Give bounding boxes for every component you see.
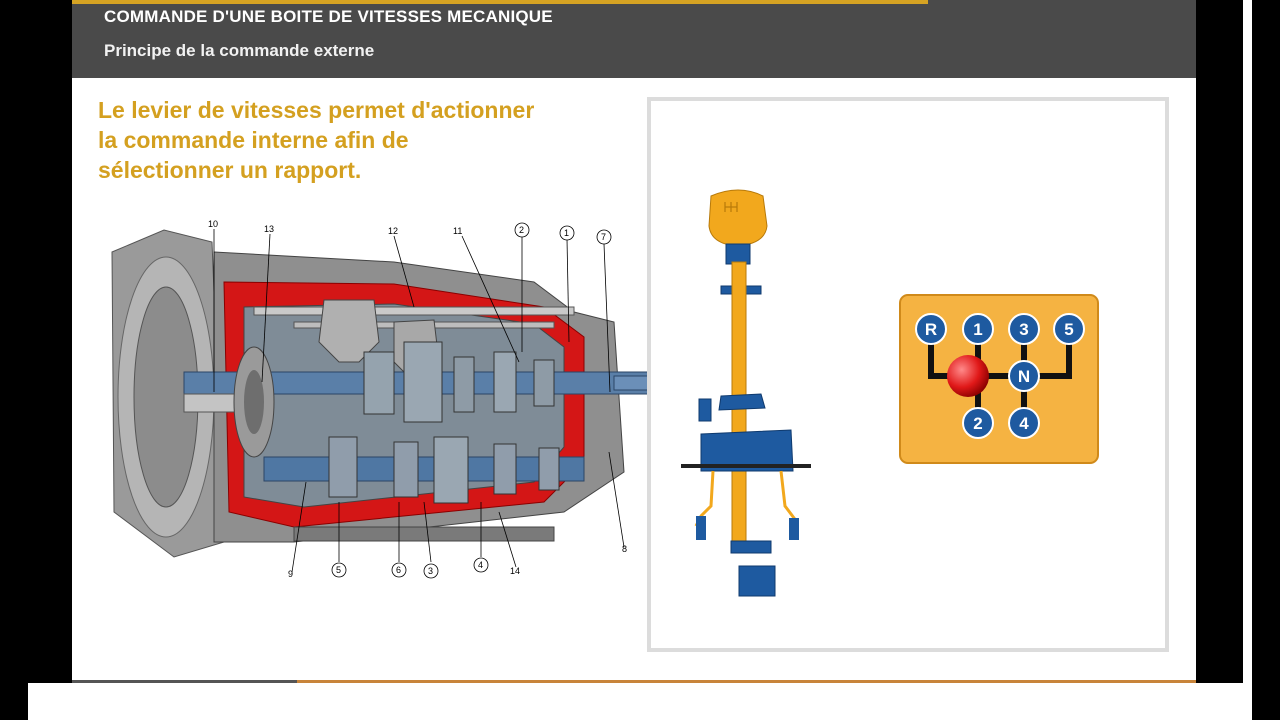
label-9: 9 <box>288 569 293 579</box>
lead-line-3: sélectionner un rapport. <box>98 157 362 183</box>
page-title: COMMANDE D'UNE BOITE DE VITESSES MECANIQ… <box>104 7 553 26</box>
lead-line-1: Le levier de vitesses permet d'actionner <box>98 97 535 123</box>
gear-main-1 <box>363 351 395 415</box>
shift-knob-ball <box>947 355 989 397</box>
lever-pivot-housing <box>700 429 794 472</box>
label-1: 1 <box>564 228 569 238</box>
shift-fork <box>318 299 380 363</box>
lead-line-2: la commande interne afin de <box>98 127 409 153</box>
gear-3-label: 3 <box>1019 320 1028 339</box>
gear-lever-illustration <box>681 189 811 597</box>
slide: COMMANDE D'UNE BOITE DE VITESSES MECANIQ… <box>72 0 1196 683</box>
shift-pattern-diagram: R 1 3 5 N 2 4 <box>899 294 1099 464</box>
header-accent-line <box>72 0 928 4</box>
label-11: 11 <box>453 226 462 236</box>
gear-4-label: 4 <box>1019 414 1029 433</box>
gear-2-label: 2 <box>973 414 982 433</box>
label-12: 12 <box>388 226 398 236</box>
label-6: 6 <box>396 565 401 575</box>
neutral-label: N <box>1018 367 1030 386</box>
lever-knob <box>708 189 768 247</box>
label-8: 8 <box>622 544 627 554</box>
page-subtitle: Principe de la commande externe <box>104 41 375 60</box>
label-7: 7 <box>601 232 606 242</box>
gear-counter-1 <box>328 436 358 498</box>
lever-base <box>738 565 776 597</box>
label-13: 13 <box>264 224 274 234</box>
bottom-white-strip <box>28 683 1252 720</box>
gear-5-label: 5 <box>1064 320 1073 339</box>
label-10: 10 <box>208 219 218 229</box>
right-white-strip <box>1243 0 1252 720</box>
header-bar: COMMANDE D'UNE BOITE DE VITESSES MECANIQ… <box>72 0 1196 78</box>
label-14: 14 <box>510 566 520 576</box>
lead-text: Le levier de vitesses permet d'actionner… <box>98 95 618 185</box>
countershaft <box>263 456 585 482</box>
label-2: 2 <box>519 225 524 235</box>
gear-1-label: 1 <box>973 320 982 339</box>
shift-lever-panel: R 1 3 5 N 2 4 <box>647 97 1169 652</box>
shift-rod-top <box>253 306 575 316</box>
gear-reverse-label: R <box>925 320 937 339</box>
footer-line <box>72 680 1196 683</box>
gearbox-cutaway-diagram: 10 13 12 11 2 1 7 8 9 5 6 3 4 14 <box>111 219 654 579</box>
label-5: 5 <box>336 565 341 575</box>
label-4: 4 <box>478 560 483 570</box>
label-3: 3 <box>428 566 433 576</box>
